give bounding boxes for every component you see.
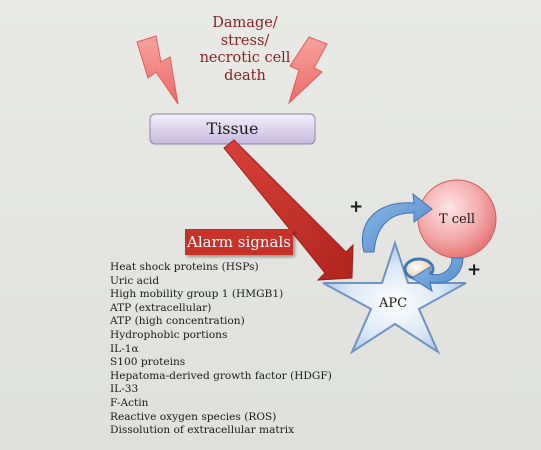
list-item: S100 proteins (110, 356, 186, 369)
alarm-signals-title: Alarm signals (185, 229, 293, 255)
signal-arrow (223, 139, 354, 281)
activation-arrow-left (361, 192, 433, 253)
damage-line: death (224, 67, 266, 84)
list-item: Hepatoma-derived growth factor (HDGF) (110, 369, 332, 382)
activation-arrow-right (411, 257, 464, 293)
plus-sign-left: + (349, 197, 364, 217)
list-item: ATP (high concentration) (110, 315, 245, 328)
list-item: Dissolution of extracellular matrix (110, 424, 295, 437)
damage-line: necrotic cell (199, 50, 291, 66)
t-cell-label: T cell (438, 212, 476, 227)
alarm-signal-list: Heat shock proteins (HSPs) Uric acid Hig… (110, 261, 332, 438)
damage-line: Damage/ (212, 15, 278, 31)
list-item: F-Actin (110, 396, 149, 409)
list-item: Heat shock proteins (HSPs) (110, 261, 259, 273)
damage-line: stress/ (220, 32, 270, 49)
plus-sign-right: + (467, 260, 482, 280)
list-item: IL-1α (110, 342, 139, 355)
apc-star (322, 239, 467, 355)
tissue-label: Tissue (206, 119, 259, 138)
list-item: High mobility group 1 (HMGB1) (110, 288, 284, 301)
list-item: Uric acid (110, 274, 160, 287)
damage-stimulus-label: Damage/ stress/ necrotic cell death (186, 15, 304, 85)
lightning-bolt-left (136, 35, 179, 105)
list-item: ATP (extracellular) (110, 301, 212, 314)
list-item: Hydrophobic portions (110, 328, 228, 341)
list-item: IL-33 (110, 383, 139, 396)
lightning-bolt-right (287, 36, 328, 105)
apc-label: APC (378, 296, 408, 311)
list-item: Reactive oxygen species (ROS) (110, 410, 277, 423)
